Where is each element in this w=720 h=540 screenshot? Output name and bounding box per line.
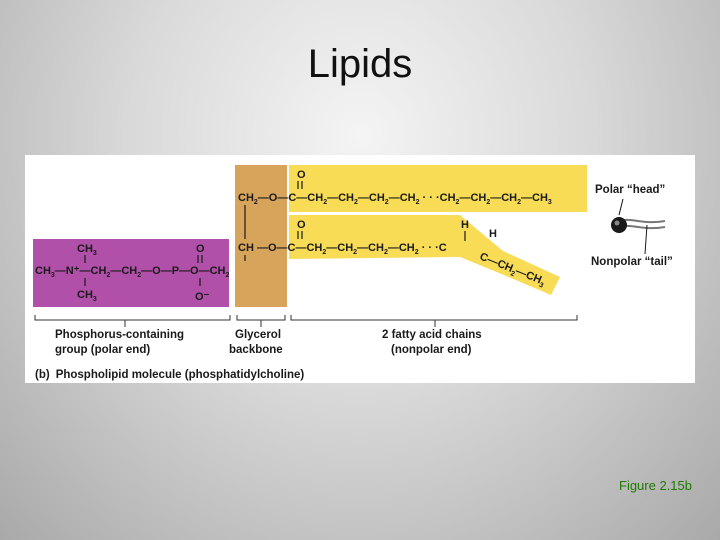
svg-text:H: H [461,219,469,231]
svg-text:O: O [196,243,205,255]
phospholipid-diagram: O CH2—O—C—CH2—CH2—CH2—CH2 · · ·CH2—CH2—C… [33,165,673,381]
phosphate-group-formula: CH3 CH3—N⁺—CH2—CH2—O—P—O—CH2 CH3 O O⁻ [35,243,229,303]
polar-head-label: Polar “head” [595,184,665,196]
svg-text:CH3: CH3 [77,289,97,303]
svg-text:O⁻: O⁻ [195,291,210,303]
phosphate-group-region [33,239,229,307]
fatty-acid-upper-region [289,165,587,212]
panel-letter: (b) [35,369,50,381]
glycerol-label-line1: Glycerol [235,329,281,341]
svg-text:CH2—O—C—CH2—CH2—CH2—CH2 · · ·C: CH2—O—C—CH2—CH2—CH2—CH2 · · ·CH2—CH2—CH2… [238,192,552,206]
upper-chain-formula: O CH2—O—C—CH2—CH2—CH2—CH2 · · ·CH2—CH2—C… [238,169,552,239]
fatty-acids-label-line1: 2 fatty acid chains [382,329,482,341]
phosphorus-group-label-line2: group (polar end) [55,344,150,356]
glycerol-region [235,165,287,307]
region-brackets [34,315,578,327]
phosphorus-group-label-line1: Phosphorus-containing [55,329,184,341]
svg-text:H: H [489,228,497,240]
slide-title: Lipids [307,42,413,86]
phospholipid-icon [611,217,666,233]
svg-text:CH3—N⁺—CH2—CH2—O—P—O—CH2: CH3—N⁺—CH2—CH2—O—P—O—CH2 [35,265,229,279]
svg-text:CH —O—C—CH2—CH2—CH2—CH2 · · ·C: CH —O—C—CH2—CH2—CH2—CH2 · · ·C [238,242,447,256]
svg-text:O: O [297,219,306,231]
panel-title: (b) Phospholipid molecule (phosphatidylch… [35,369,304,381]
nonpolar-tail-label: Nonpolar “tail” [591,256,673,268]
fatty-acids-label-line2: (nonpolar end) [391,344,472,356]
panel-title-text: Phospholipid molecule (phosphatidylcholi… [56,369,305,381]
fatty-acid-lower-region [289,215,560,295]
svg-text:CH3: CH3 [77,243,97,257]
figure-panel: O CH2—O—C—CH2—CH2—CH2—CH2 · · ·CH2—CH2—C… [25,155,695,383]
figure-caption: Figure 2.15b [619,478,692,493]
svg-text:O: O [297,169,306,181]
glycerol-label-line2: backbone [229,344,283,356]
